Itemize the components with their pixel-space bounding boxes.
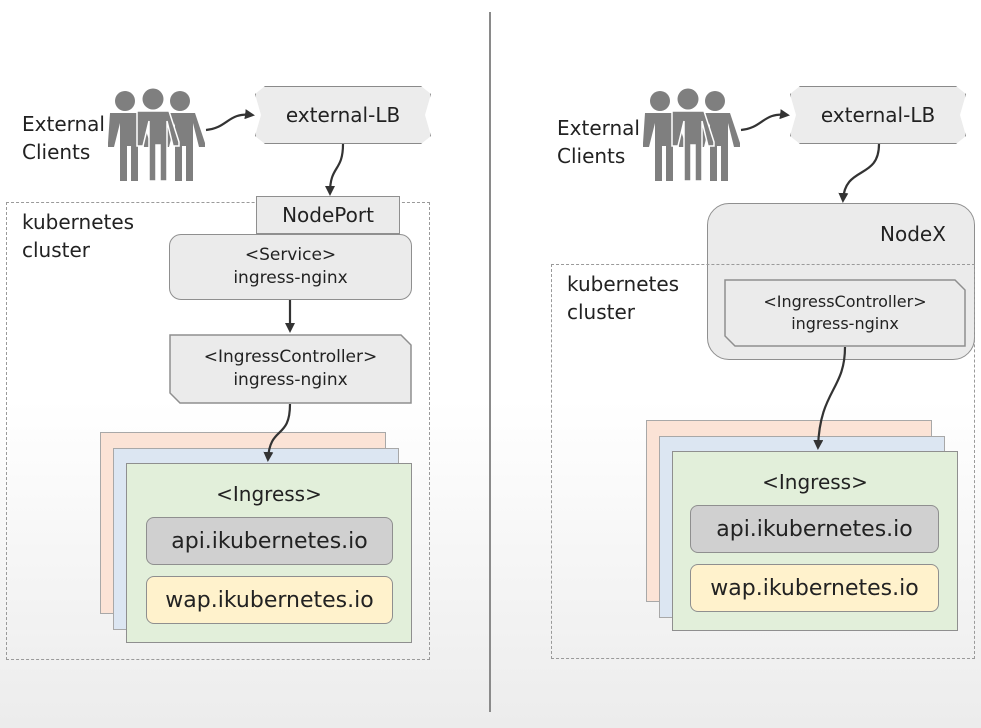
left-ingress-title: <Ingress> [216, 482, 322, 506]
right-cluster-text-1: kubernetes [567, 272, 680, 296]
left-cluster-text-2: cluster [22, 238, 91, 262]
left-host-wap: wap.ikubernetes.io [146, 576, 393, 624]
right-host-api: api.ikubernetes.io [690, 505, 939, 553]
people-icon [643, 88, 740, 182]
left-nodeport-label: NodePort [282, 203, 374, 227]
left-service-kind: <Service> [244, 245, 337, 265]
right-cluster-text-2: cluster [567, 300, 636, 324]
left-kubernetes-cluster [6, 202, 430, 660]
right-external-clients-label: External Clients [557, 114, 640, 170]
left-external-lb-label: external-LB [285, 103, 401, 127]
panel-divider [489, 12, 491, 712]
right-clients-text: Clients [557, 144, 626, 168]
right-cluster-label: kubernetes cluster [567, 270, 679, 326]
right-kubernetes-cluster [551, 264, 975, 659]
left-ic-kind: <IngressController> [203, 347, 378, 367]
right-nodex-label: NodeX [880, 222, 946, 246]
arrow-connector [838, 143, 881, 203]
right-external-lb: external-LB [790, 86, 966, 144]
left-nodeport: NodePort [256, 196, 400, 234]
left-ingress-controller-text: <IngressController> ingress-nginx [169, 334, 412, 404]
right-ic-name: ingress-nginx [791, 314, 899, 333]
left-external-text: External [22, 112, 105, 136]
left-service: <Service> ingress-nginx [169, 234, 412, 300]
left-external-clients-label: External Clients [22, 110, 105, 166]
left-service-name: ingress-nginx [233, 268, 348, 288]
left-ingress-controller [169, 334, 412, 404]
left-ic-name: ingress-nginx [233, 370, 348, 390]
arrow-connector [740, 109, 790, 132]
right-external-lb-label: external-LB [820, 103, 936, 127]
left-cluster-label: kubernetes cluster [22, 208, 134, 264]
right-ingress-title: <Ingress> [762, 470, 868, 494]
right-ic-kind: <IngressController> [763, 292, 927, 311]
left-clients-text: Clients [22, 140, 91, 164]
people-icon [108, 88, 205, 182]
left-external-lb: external-LB [255, 86, 431, 144]
left-host-api: api.ikubernetes.io [146, 517, 393, 565]
arrow-connector [325, 143, 345, 196]
right-ingress-controller-text: <IngressController> ingress-nginx [724, 279, 966, 347]
right-ingress-controller [724, 279, 966, 347]
right-ingress: <Ingress> api.ikubernetes.io wap.ikubern… [672, 451, 958, 631]
right-host-wap: wap.ikubernetes.io [690, 564, 939, 612]
left-cluster-text-1: kubernetes [22, 210, 135, 234]
arrow-connector [205, 109, 255, 132]
left-ingress: <Ingress> api.ikubernetes.io wap.ikubern… [126, 463, 412, 643]
right-external-text: External [557, 116, 640, 140]
